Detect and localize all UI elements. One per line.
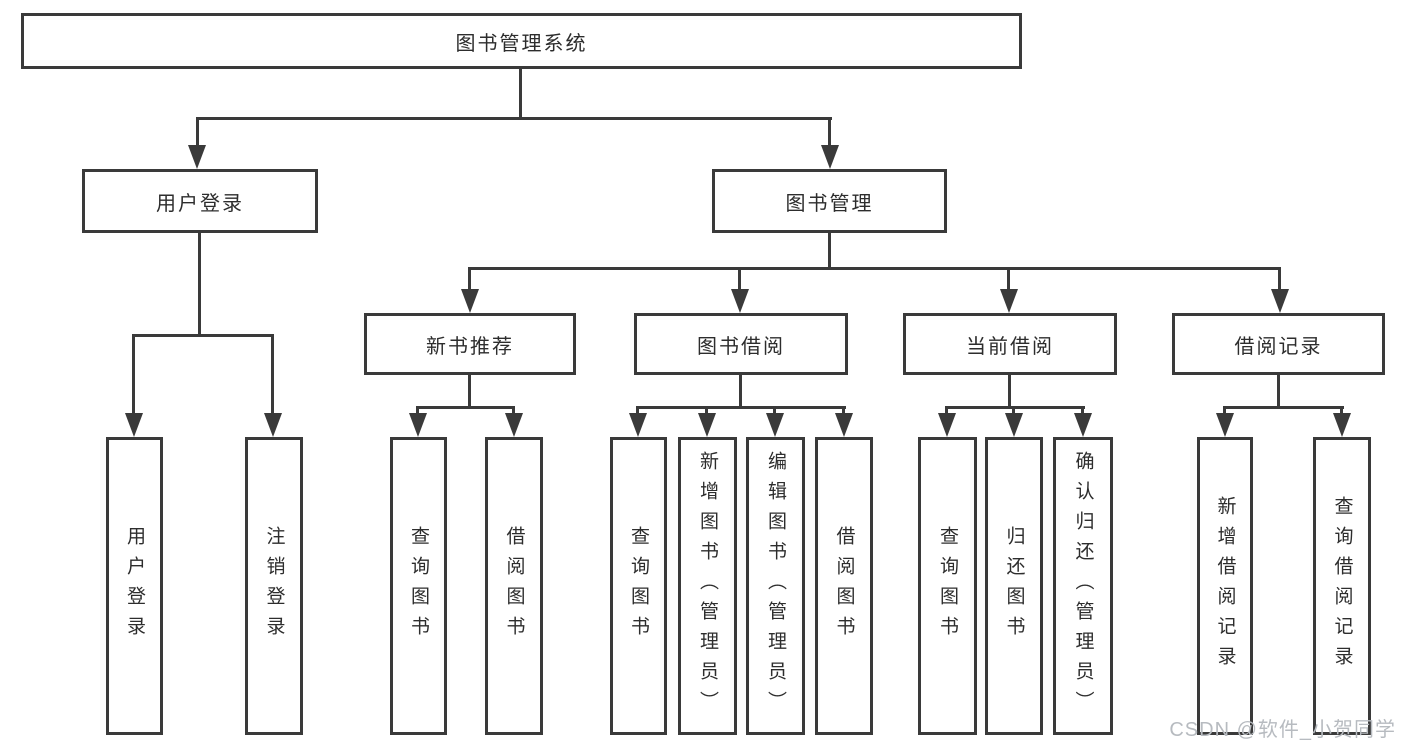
- connector-drop-borrow-record: [1278, 267, 1281, 293]
- connector-drop-leaf-logout: [271, 334, 274, 417]
- node-leaf-cb-return: 归还图书: [985, 437, 1043, 735]
- connector-current-borrow-stem: [1008, 375, 1011, 409]
- node-leaf-br-query: 查询借阅记录: [1313, 437, 1371, 735]
- node-leaf-cb-return-label: 归还图书: [1003, 526, 1025, 646]
- connector-book-mgmt-stem: [828, 233, 831, 270]
- node-leaf-logout: 注销登录: [245, 437, 303, 735]
- arrowhead-cb-confirm-icon: [1074, 413, 1092, 437]
- connector-drop-cb-query: [945, 406, 948, 418]
- node-leaf-br-add-label: 新增借阅记录: [1214, 496, 1236, 676]
- arrowhead-cb-query-icon: [938, 413, 956, 437]
- arrowhead-leaf-logout-icon: [264, 413, 282, 437]
- connector-drop-leaf-user-login: [132, 334, 135, 417]
- connector-book-borrow-stem: [739, 375, 742, 409]
- node-leaf-user-login: 用户登录: [106, 437, 163, 735]
- connector-drop-br-query: [1340, 406, 1343, 418]
- connector-current-borrow-split: [945, 406, 1085, 409]
- node-user-login: 用户登录: [82, 169, 318, 233]
- arrowhead-leaf-user-login-icon: [125, 413, 143, 437]
- arrowhead-bb-edit-icon: [766, 413, 784, 437]
- connector-root-split: [196, 117, 832, 120]
- node-leaf-cb-query-label: 查询图书: [937, 526, 958, 646]
- node-leaf-bb-add: 新增图书（管理员）: [678, 437, 737, 735]
- node-root-label: 图书管理系统: [455, 32, 588, 55]
- node-root: 图书管理系统: [21, 13, 1022, 69]
- connector-drop-cb-return: [1012, 406, 1015, 418]
- connector-drop-bb-borrow: [842, 406, 845, 418]
- connector-user-login-split: [132, 334, 274, 337]
- connector-new-book-rec-stem: [468, 375, 471, 409]
- node-user-login-label: 用户登录: [156, 192, 244, 215]
- connector-drop-bb-add: [705, 406, 708, 418]
- node-leaf-cb-query: 查询图书: [918, 437, 977, 735]
- node-leaf-br-query-label: 查询借阅记录: [1331, 496, 1353, 676]
- connector-borrow-record-stem: [1277, 375, 1280, 409]
- node-book-borrow-label: 图书借阅: [697, 335, 785, 358]
- node-leaf-bb-edit-label: 编辑图书（管理员）: [765, 451, 786, 721]
- connector-drop-book-mgmt: [828, 117, 831, 149]
- connector-root-stem: [519, 69, 522, 119]
- node-current-borrow-label: 当前借阅: [966, 335, 1054, 358]
- node-current-borrow: 当前借阅: [903, 313, 1117, 375]
- watermark: CSDN @软件_小贺同学: [1169, 719, 1396, 741]
- arrowhead-bb-add-icon: [698, 413, 716, 437]
- node-new-book-rec-label: 新书推荐: [426, 335, 514, 358]
- node-book-mgmt: 图书管理: [712, 169, 947, 233]
- connector-borrow-record-split: [1223, 406, 1344, 409]
- node-leaf-bb-edit: 编辑图书（管理员）: [746, 437, 805, 735]
- node-leaf-logout-label: 注销登录: [263, 526, 285, 646]
- arrowhead-bb-query-icon: [629, 413, 647, 437]
- arrowhead-current-borrow-icon: [1000, 289, 1018, 313]
- node-borrow-record: 借阅记录: [1172, 313, 1385, 375]
- arrowhead-book-mgmt-icon: [821, 145, 839, 169]
- arrowhead-br-query-icon: [1333, 413, 1351, 437]
- arrowhead-new-book-rec-icon: [461, 289, 479, 313]
- node-leaf-rec-borrow-label: 借阅图书: [503, 526, 525, 646]
- node-leaf-rec-query: 查询图书: [390, 437, 447, 735]
- node-leaf-bb-query: 查询图书: [610, 437, 667, 735]
- node-leaf-cb-confirm: 确认归还（管理员）: [1053, 437, 1113, 735]
- connector-drop-current-borrow: [1007, 267, 1010, 293]
- connector-drop-user-login: [196, 117, 199, 149]
- connector-drop-rec-query: [416, 406, 419, 418]
- node-leaf-user-login-label: 用户登录: [124, 526, 145, 646]
- node-leaf-bb-add-label: 新增图书（管理员）: [697, 451, 718, 721]
- arrowhead-rec-borrow-icon: [505, 413, 523, 437]
- connector-drop-cb-confirm: [1081, 406, 1084, 418]
- connector-drop-br-add: [1223, 406, 1226, 418]
- connector-user-login-stem: [198, 233, 201, 337]
- node-new-book-rec: 新书推荐: [364, 313, 576, 375]
- node-leaf-rec-borrow: 借阅图书: [485, 437, 543, 735]
- node-book-mgmt-label: 图书管理: [785, 192, 874, 215]
- node-leaf-bb-query-label: 查询图书: [628, 526, 649, 646]
- arrowhead-user-login-icon: [188, 145, 206, 169]
- node-leaf-bb-borrow-label: 借阅图书: [833, 526, 855, 646]
- arrowhead-book-borrow-icon: [731, 289, 749, 313]
- connector-drop-bb-edit: [773, 406, 776, 418]
- node-leaf-bb-borrow: 借阅图书: [815, 437, 873, 735]
- connector-drop-book-borrow: [738, 267, 741, 293]
- arrowhead-rec-query-icon: [409, 413, 427, 437]
- node-book-borrow: 图书借阅: [634, 313, 848, 375]
- node-leaf-rec-query-label: 查询图书: [408, 526, 429, 646]
- node-borrow-record-label: 借阅记录: [1234, 335, 1323, 358]
- connector-drop-rec-borrow: [512, 406, 515, 418]
- connector-drop-new-book-rec: [468, 267, 471, 293]
- connector-book-mgmt-split: [468, 267, 1281, 270]
- node-leaf-br-add: 新增借阅记录: [1197, 437, 1253, 735]
- arrowhead-borrow-record-icon: [1271, 289, 1289, 313]
- arrowhead-br-add-icon: [1216, 413, 1234, 437]
- node-leaf-cb-confirm-label: 确认归还（管理员）: [1072, 451, 1094, 721]
- connector-drop-bb-query: [636, 406, 639, 418]
- arrowhead-bb-borrow-icon: [835, 413, 853, 437]
- connector-new-book-rec-split: [416, 406, 515, 409]
- connector-book-borrow-split: [636, 406, 846, 409]
- arrowhead-cb-return-icon: [1005, 413, 1023, 437]
